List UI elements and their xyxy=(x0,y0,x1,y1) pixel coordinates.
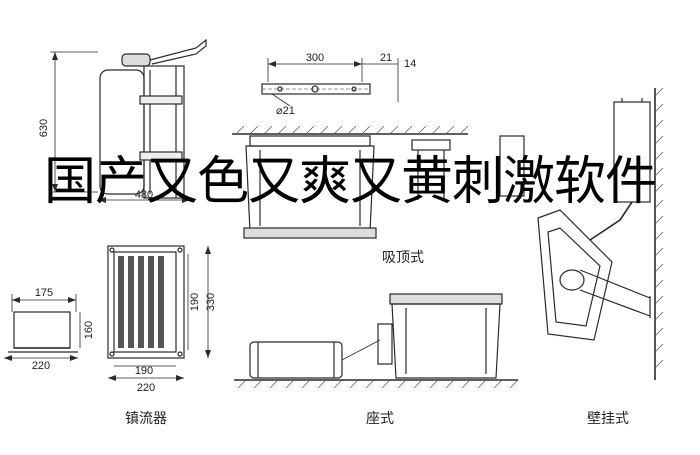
caption-ballast: 镇流器 xyxy=(125,411,167,427)
dim-630: 630 xyxy=(38,119,50,137)
dim-21: 21 xyxy=(380,52,392,64)
mounting-bracket: 300 21 14 ⌀21 xyxy=(261,52,416,117)
ceiling-mount-view: 吸顶式 xyxy=(232,125,525,266)
dim-hole-21: ⌀21 xyxy=(276,105,295,117)
dim-300: 300 xyxy=(306,52,324,64)
dim-190-horizontal: 190 xyxy=(135,365,153,377)
dim-14: 14 xyxy=(404,58,416,70)
dim-175: 175 xyxy=(35,287,53,299)
dim-480: 480 xyxy=(135,189,153,201)
dim-220-bottom: 220 xyxy=(137,382,155,394)
caption-ceiling: 吸顶式 xyxy=(382,250,424,266)
floodlight-side-view: 630 480 xyxy=(38,38,207,203)
wall-mount-view: 壁挂式 xyxy=(537,87,664,427)
seat-mount-view: 座式 xyxy=(234,293,519,427)
overlay-text: 国产又色又爽又黄刺激软件 xyxy=(43,152,657,212)
ballast-front-view: 175 160 220 xyxy=(4,287,95,372)
caption-seat: 座式 xyxy=(366,411,394,427)
dim-190-vertical: 190 xyxy=(189,293,201,311)
ballast-top-view: 190 330 190 220 镇流器 xyxy=(107,245,217,427)
caption-wall: 壁挂式 xyxy=(587,411,629,427)
dim-160: 160 xyxy=(83,321,95,339)
dim-220-left: 220 xyxy=(32,360,50,372)
dim-330: 330 xyxy=(205,293,217,311)
